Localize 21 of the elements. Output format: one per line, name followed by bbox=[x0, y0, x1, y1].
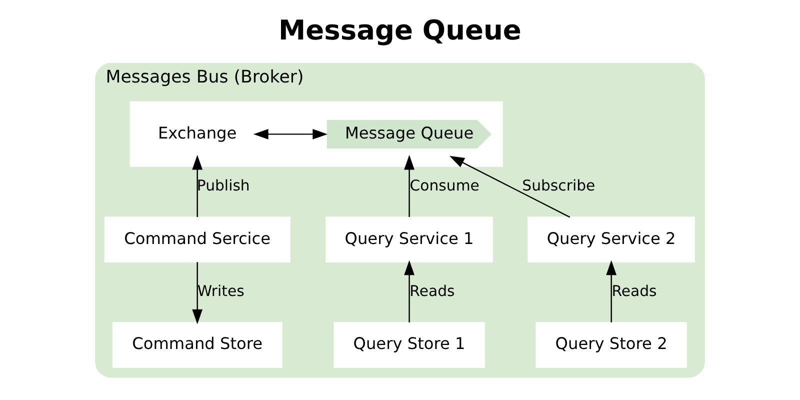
node-box: Query Service 2 bbox=[528, 216, 695, 262]
node-box: Query Store 2 bbox=[536, 321, 687, 368]
arrow bbox=[253, 128, 328, 139]
diagram-title: Message Queue bbox=[278, 14, 522, 46]
arrow bbox=[404, 154, 414, 216]
edge-label: Consume bbox=[410, 176, 480, 194]
node-box: Command Store bbox=[112, 321, 282, 368]
node-box: Query Store 1 bbox=[334, 321, 485, 368]
edge-label: Reads bbox=[612, 282, 657, 300]
edge-label: Publish bbox=[196, 176, 250, 194]
node-box: Query Service 1 bbox=[326, 216, 493, 262]
edge-label: Reads bbox=[410, 282, 455, 300]
arrow bbox=[192, 154, 203, 216]
edge-label: Writes bbox=[197, 282, 244, 300]
node-box: Command Sercice bbox=[104, 216, 290, 262]
arrow bbox=[606, 260, 617, 322]
arrow bbox=[404, 260, 414, 322]
arrow bbox=[192, 262, 203, 324]
node-text: Exchange bbox=[158, 122, 237, 142]
arrow bbox=[449, 155, 570, 218]
edge-label: Subscribe bbox=[522, 176, 596, 194]
